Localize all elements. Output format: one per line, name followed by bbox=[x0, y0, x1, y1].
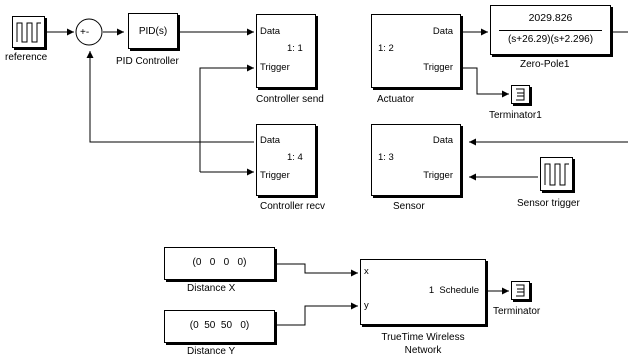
terminator-block[interactable] bbox=[511, 281, 530, 300]
distance-y-value: (0 50 50 0) bbox=[189, 320, 250, 331]
distance-y-block[interactable]: (0 50 50 0) bbox=[164, 310, 275, 343]
actuator-label: Actuator bbox=[377, 94, 415, 105]
actuator-trigger-port: Trigger bbox=[423, 62, 453, 73]
controller-send-ratio: 1: 1 bbox=[287, 43, 303, 54]
pid-controller-label: PID Controller bbox=[116, 56, 179, 67]
terminator1-block[interactable] bbox=[511, 85, 530, 104]
fraction-bar bbox=[499, 30, 602, 31]
reference-label: reference bbox=[5, 52, 48, 63]
terminator-icon bbox=[516, 88, 525, 101]
actuator-data-port: Data bbox=[432, 26, 453, 37]
pid-controller-block[interactable]: PID(s) bbox=[128, 13, 178, 49]
network-label-line1: TrueTime Wireless bbox=[381, 332, 465, 343]
terminator-label: Terminator bbox=[493, 306, 541, 317]
pid-text: PID(s) bbox=[138, 26, 168, 37]
sum-block[interactable]: +- bbox=[75, 18, 103, 46]
truetime-network-block[interactable]: x y 1 Schedule bbox=[360, 259, 486, 325]
controller-send-label: Controller send bbox=[256, 94, 324, 105]
actuator-ratio: 1: 2 bbox=[378, 43, 394, 54]
sensor-trigger-port: Trigger bbox=[423, 170, 453, 181]
sensor-data-port: Data bbox=[432, 135, 453, 146]
network-schedule-port: 1 Schedule bbox=[428, 285, 479, 296]
network-y-port: y bbox=[364, 300, 369, 311]
controller-send-data-port: Data bbox=[260, 26, 281, 37]
network-label-line2: Network bbox=[404, 345, 442, 356]
distance-x-block[interactable]: (0 0 0 0) bbox=[164, 247, 275, 280]
signal-lines bbox=[46, 28, 628, 326]
sensor-trigger-label: Sensor trigger bbox=[517, 198, 580, 209]
controller-recv-trigger-port: Trigger bbox=[260, 170, 290, 181]
sum-signs: +- bbox=[80, 27, 89, 38]
controller-recv-label: Controller recv bbox=[260, 201, 326, 212]
sensor-ratio: 1: 3 bbox=[378, 152, 394, 163]
controller-send-block[interactable]: Data 1: 1 Trigger bbox=[256, 14, 316, 88]
controller-recv-block[interactable]: Data 1: 4 Trigger bbox=[256, 124, 316, 196]
terminator-icon bbox=[516, 284, 525, 297]
zero-pole-label: Zero-Pole1 bbox=[520, 59, 570, 70]
controller-send-trigger-port: Trigger bbox=[260, 62, 290, 73]
controller-recv-ratio: 1: 4 bbox=[287, 152, 303, 163]
zero-pole-numerator: 2029.826 bbox=[528, 12, 573, 24]
zero-pole-block[interactable]: 2029.826 (s+26.29)(s+2.296) bbox=[490, 5, 611, 55]
distance-y-label: Distance Y bbox=[187, 346, 236, 357]
zero-pole-denominator: (s+26.29)(s+2.296) bbox=[507, 34, 594, 45]
distance-x-value: (0 0 0 0) bbox=[192, 257, 247, 268]
reference-block[interactable] bbox=[12, 16, 45, 48]
sensor-block[interactable]: 1: 3 Data Trigger bbox=[371, 124, 461, 196]
pulse-icon bbox=[544, 163, 569, 186]
pulse-icon bbox=[16, 22, 41, 43]
actuator-block[interactable]: 1: 2 Data Trigger bbox=[371, 14, 461, 88]
controller-recv-data-port: Data bbox=[260, 135, 281, 146]
sensor-label: Sensor bbox=[393, 201, 425, 212]
sensor-trigger-block[interactable] bbox=[540, 157, 573, 191]
distance-x-label: Distance X bbox=[187, 283, 236, 294]
network-x-port: x bbox=[364, 266, 369, 277]
terminator1-label: Terminator1 bbox=[489, 110, 542, 121]
